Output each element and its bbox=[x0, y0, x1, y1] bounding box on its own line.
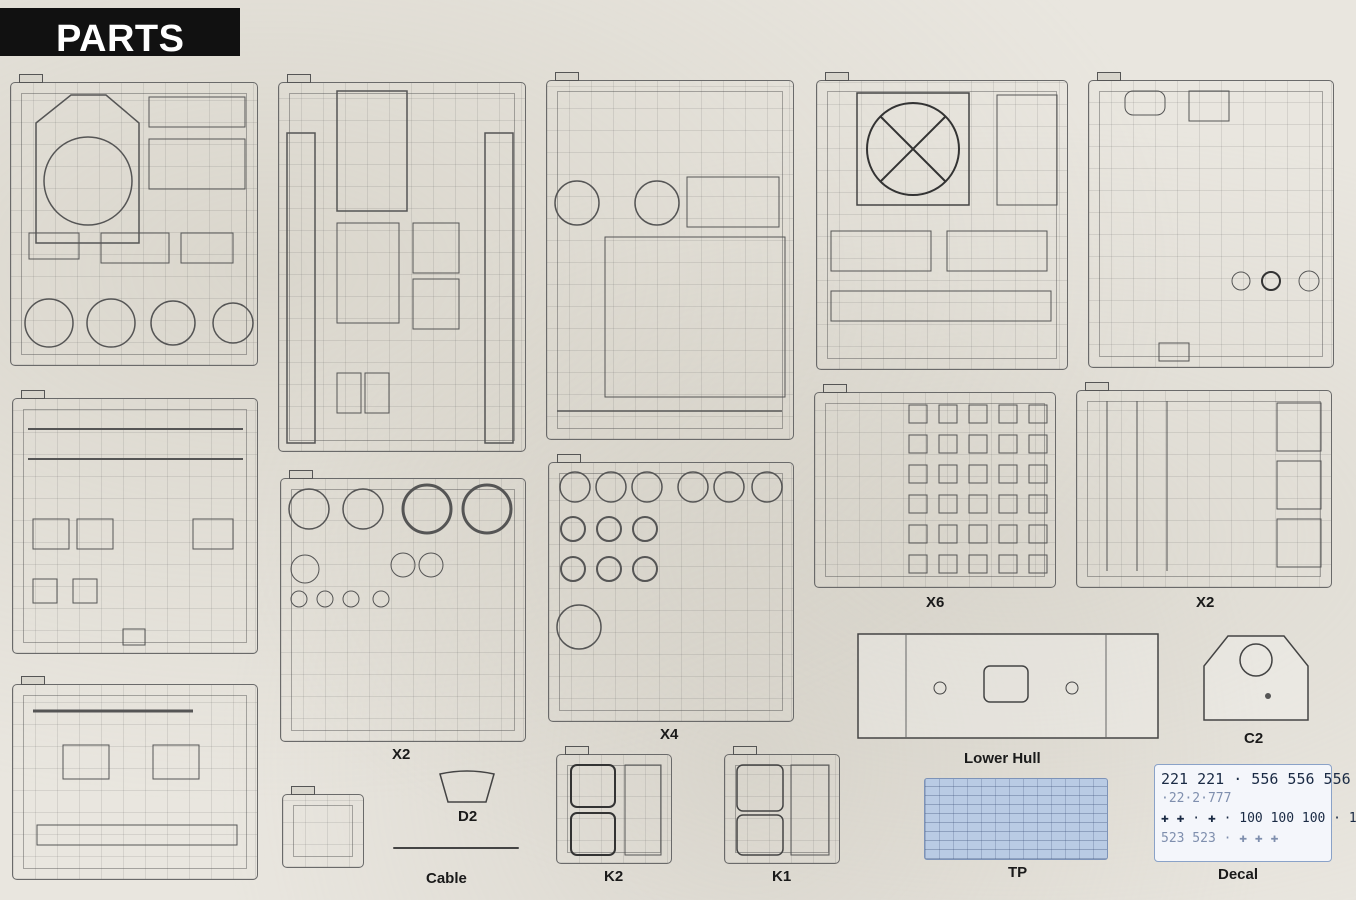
mantlet-drawing bbox=[439, 770, 495, 803]
small-parts-cluster bbox=[28, 428, 243, 646]
d2-part bbox=[436, 768, 498, 804]
lower-hull-part bbox=[856, 628, 1160, 742]
label-cable: Cable bbox=[426, 870, 467, 887]
sprue-left-middle bbox=[12, 390, 258, 654]
sprue-tag bbox=[557, 454, 581, 463]
sprue-k2 bbox=[556, 746, 672, 864]
decal-row-numbers: 523 523 · ✚ ✚ ✚ bbox=[1161, 831, 1279, 846]
sprue-tag bbox=[291, 786, 315, 795]
road-wheels-and-sprockets bbox=[288, 483, 513, 608]
label-lower-hull: Lower Hull bbox=[964, 750, 1041, 767]
sprue-tag bbox=[565, 746, 589, 755]
lower-hull-drawing bbox=[857, 633, 1159, 739]
sprue-tag bbox=[555, 72, 579, 81]
hatch-panels bbox=[736, 764, 830, 856]
sprue-drive-housings bbox=[546, 72, 794, 440]
sprue-track-links-x6 bbox=[814, 384, 1056, 588]
drive-housing-parts bbox=[554, 176, 786, 412]
label-x2-right: X2 bbox=[1196, 594, 1215, 611]
parts-header-bar: PARTS bbox=[0, 8, 240, 60]
sprue-wheels-x2 bbox=[280, 470, 526, 742]
turret-drawing bbox=[1203, 635, 1309, 721]
sprue-tag bbox=[1085, 382, 1109, 391]
track-link-grid bbox=[908, 404, 1048, 574]
sprue-tag bbox=[19, 74, 43, 83]
hull-side-panels bbox=[286, 90, 514, 444]
sprue-small-bottom bbox=[282, 786, 364, 868]
small-parts-cluster bbox=[1106, 401, 1322, 571]
tow-cable bbox=[393, 847, 519, 849]
sprue-turret-top-left bbox=[10, 74, 258, 366]
label-tp: TP bbox=[1008, 864, 1028, 881]
sprue-hull-sides bbox=[278, 74, 526, 452]
sprue-right-middle-x2 bbox=[1076, 382, 1332, 588]
wheel-rings bbox=[556, 471, 783, 650]
sprue-tag bbox=[825, 72, 849, 81]
turret-roof-part bbox=[24, 94, 254, 348]
small-parts-cluster bbox=[1124, 90, 1320, 362]
page-title: PARTS bbox=[56, 18, 185, 60]
decal-sheet: 221 221 · 556 556 556 · 523 ·22·2·777 ✚ … bbox=[1154, 764, 1356, 862]
label-c2: C2 bbox=[1244, 730, 1264, 747]
decal-row-crosses: ✚ ✚ · ✚ · 100 100 100 · 111 bbox=[1161, 811, 1356, 826]
sprue-k1 bbox=[724, 746, 840, 864]
hatch-panels bbox=[570, 764, 662, 856]
decal-row-numbers: 221 221 · 556 556 556 · 523 bbox=[1161, 770, 1356, 788]
decal-row-numbers: ·22·2·777 bbox=[1161, 791, 1232, 806]
photo-etch-fret bbox=[924, 778, 1108, 860]
sprue-turret-floor bbox=[816, 72, 1068, 370]
label-decal: Decal bbox=[1218, 866, 1259, 883]
sprue-tag bbox=[21, 390, 45, 399]
sprue-tag bbox=[289, 470, 313, 479]
sprue-tag bbox=[21, 676, 45, 685]
label-k1: K1 bbox=[772, 868, 792, 885]
label-x2-wheels: X2 bbox=[392, 746, 411, 763]
sprue-tag bbox=[287, 74, 311, 83]
label-k2: K2 bbox=[604, 868, 624, 885]
label-x4: X4 bbox=[660, 726, 679, 743]
sprue-wheels-x4 bbox=[548, 454, 794, 722]
turret-floor-part bbox=[830, 92, 1058, 322]
sprue-left-bottom bbox=[12, 676, 258, 880]
sprue-right-top bbox=[1088, 72, 1334, 368]
label-x6: X6 bbox=[926, 594, 945, 611]
sprue-tag bbox=[733, 746, 757, 755]
label-d2: D2 bbox=[458, 808, 478, 825]
sprue-tag bbox=[1097, 72, 1121, 81]
small-parts-cluster bbox=[33, 709, 238, 846]
sprue-tag bbox=[823, 384, 847, 393]
turret-c2-part bbox=[1198, 626, 1314, 726]
